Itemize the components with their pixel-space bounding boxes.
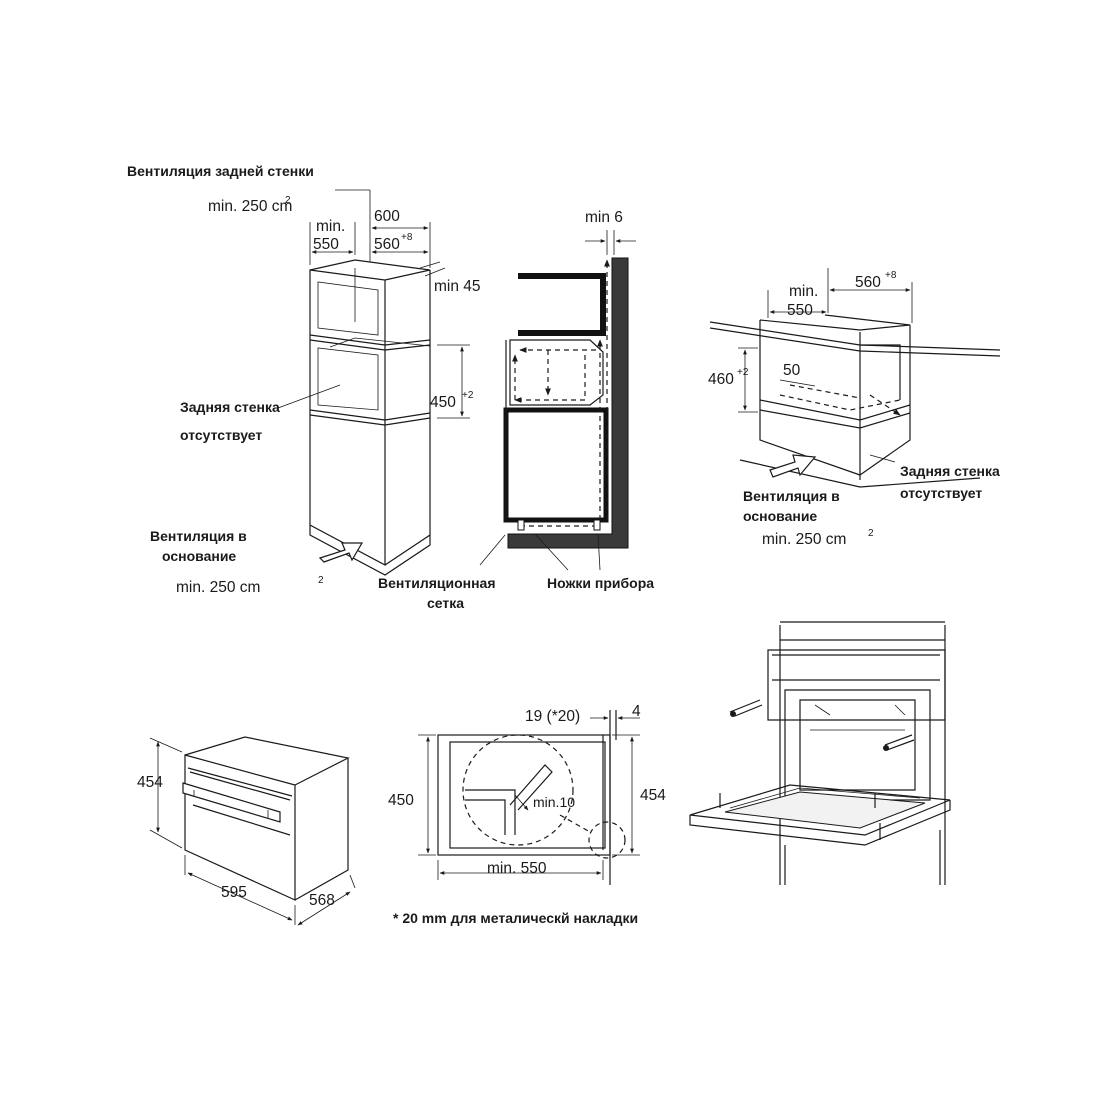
fig3-base-vent-sup: 2 [868, 528, 874, 539]
fig1-dim-450-sup: +2 [462, 390, 474, 401]
fig2-vent-grid-2: сетка [427, 595, 464, 611]
fig1-dim-560-sup: +8 [401, 232, 413, 243]
fig1-dim-min: min. [316, 218, 345, 235]
fig1-dim-600: 600 [374, 208, 400, 225]
fig4-dim-454: 454 [137, 774, 163, 791]
fig4-appliance-dimensions: 454 595 568 [137, 736, 356, 926]
fig1-base-vent-area: min. 250 cm [176, 579, 260, 596]
fig5-dim-min10: min.10 [533, 794, 575, 810]
fig3-dim-50: 50 [783, 362, 801, 379]
fig1-base-vent-1: Вентиляция в [150, 528, 247, 544]
fig5-footnote: * 20 mm для металическй накладки [393, 910, 638, 926]
fig5-dim-450: 450 [388, 792, 414, 809]
fig2-airflow-section: min 6 Вентиляционная сетка Ножки прибора [378, 209, 654, 611]
fig5-dim-min550: min. 550 [487, 860, 547, 877]
fig3-base-vent-1: Вентиляция в [743, 488, 840, 504]
fig3-dim-460: 460 [708, 371, 734, 388]
fig1-rear-vent-area: min. 250 cm [208, 198, 292, 215]
fig1-rear-vent-title: Вентиляция задней стенки [127, 163, 314, 179]
fig1-no-back-wall-1: Задняя стенка [180, 399, 280, 415]
fig3-dim-min: min. [789, 283, 818, 300]
fig1-base-vent-2: основание [162, 548, 236, 564]
fig3-dim-560-sup: +8 [885, 270, 897, 281]
fig3-no-back-wall-2: отсутствует [900, 485, 982, 501]
fig2-dim-min6: min 6 [585, 209, 623, 226]
fig1-base-vent-sup: 2 [318, 575, 324, 586]
fig5-dim-19: 19 (*20) [525, 708, 580, 725]
fig1-no-back-wall-2: отсутствует [180, 427, 262, 443]
fig1-tall-cabinet: Вентиляция задней стенки min. 250 cm 2 6… [127, 163, 481, 596]
fig4-dim-568: 568 [309, 892, 335, 909]
fig3-undercounter-niche: min. 550 560 +8 460 +2 50 Задняя стенка … [708, 268, 1001, 548]
fig3-dim-560: 560 [855, 274, 881, 291]
fig1-dim-550: 550 [313, 236, 339, 253]
fig1-dim-450: 450 [430, 394, 456, 411]
fig3-no-back-wall-1: Задняя стенка [900, 463, 1000, 479]
fig3-dim-550: 550 [787, 302, 813, 319]
fig2-feet: Ножки прибора [547, 575, 654, 591]
fig1-dim-min45: min 45 [434, 278, 481, 295]
fig3-dim-460-sup: +2 [737, 367, 749, 378]
fig5-niche-section: 19 (*20) 4 450 454 min.10 min. 550 * 20 … [388, 703, 666, 926]
fig2-vent-grid-1: Вентиляционная [378, 575, 496, 591]
fig5-dim-454: 454 [640, 787, 666, 804]
fig4-dim-595: 595 [221, 884, 247, 901]
fig1-rear-vent-sup: 2 [285, 195, 291, 206]
fig3-base-vent-2: основание [743, 508, 817, 524]
fig3-base-vent-area: min. 250 cm [762, 531, 846, 548]
fig6-mounting-illustration [689, 621, 951, 885]
fig1-dim-560: 560 [374, 236, 400, 253]
fig5-dim-4: 4 [632, 703, 641, 720]
